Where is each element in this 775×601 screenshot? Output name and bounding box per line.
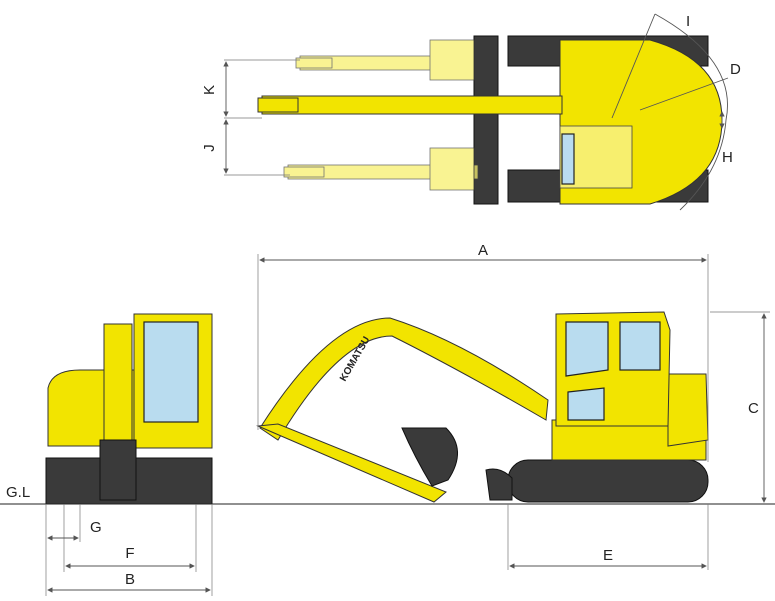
dim-line-I	[611, 13, 656, 119]
side-bucket	[401, 427, 458, 487]
top-boom-left-position	[295, 39, 475, 81]
top-swing-radius-arc	[654, 13, 728, 211]
label-E: E	[603, 547, 613, 564]
top-boom-right-position	[283, 147, 479, 191]
top-view: K J I D H	[201, 13, 741, 211]
label-F: F	[125, 545, 134, 562]
side-cab-front-glass	[565, 321, 609, 377]
side-cab-door-glass	[567, 387, 605, 421]
label-B: B	[125, 571, 135, 588]
label-I: I	[686, 13, 690, 30]
label-A: A	[478, 242, 488, 259]
side-track	[507, 459, 709, 503]
side-arm	[256, 423, 447, 503]
side-counterweight	[667, 373, 709, 447]
side-boom	[259, 317, 549, 441]
front-view	[45, 313, 213, 505]
label-ground-line: G.L	[6, 484, 30, 501]
side-dozer-blade	[485, 468, 513, 501]
label-G: G	[90, 519, 102, 536]
side-cab-rear-glass	[619, 321, 661, 371]
top-boom-center	[261, 95, 563, 115]
top-dozer-blade	[473, 35, 499, 205]
label-K: K	[201, 85, 218, 95]
label-H: H	[722, 149, 733, 166]
side-view: KOMATSU	[256, 311, 709, 503]
label-J: J	[201, 144, 218, 152]
front-cab-glass	[143, 321, 199, 423]
dim-line-D	[639, 77, 729, 111]
label-D: D	[730, 61, 741, 78]
front-bucket	[99, 439, 137, 501]
top-cab-glass	[561, 133, 575, 185]
top-boom-center-tip	[257, 97, 299, 113]
label-C: C	[748, 400, 759, 417]
